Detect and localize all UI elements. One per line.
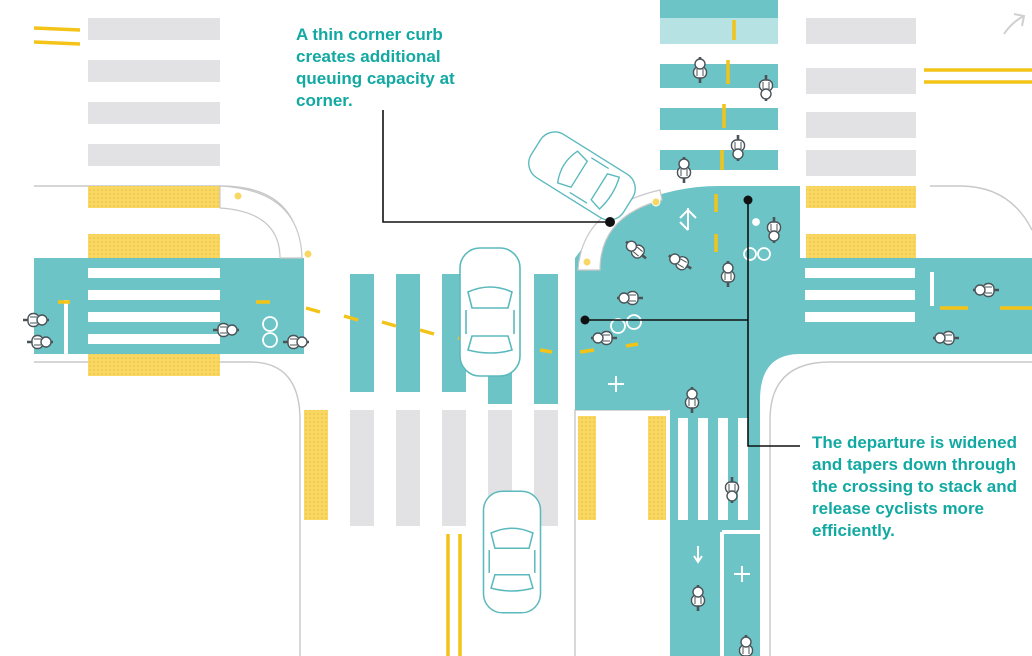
corner-curbs [219,185,663,271]
crosswalk-east [805,268,915,322]
arrow-icon [1003,13,1026,35]
crosswalk-north-bike [660,44,778,186]
bicycle-stencil-icon [262,218,771,348]
crosswalk-north-stripes [88,18,916,176]
leader-dot-left [580,315,590,325]
leader-line-bottom [585,200,800,447]
leader-line-top [382,110,610,223]
lane-dividers [64,272,934,656]
leader-dot-top [605,217,615,227]
crosswalk-south [678,418,748,520]
leader-dot-upper [743,195,753,205]
tactile-paving [88,186,916,520]
center-crossing-bars [350,274,558,526]
bollards [233,191,661,267]
crosswalk-west [88,268,220,344]
direction-arrow-icon [608,208,750,582]
callout-corner-curb: A thin corner curb creates additional qu… [296,25,455,110]
callout-departure: The departure is widened and tapers down… [812,433,1017,540]
